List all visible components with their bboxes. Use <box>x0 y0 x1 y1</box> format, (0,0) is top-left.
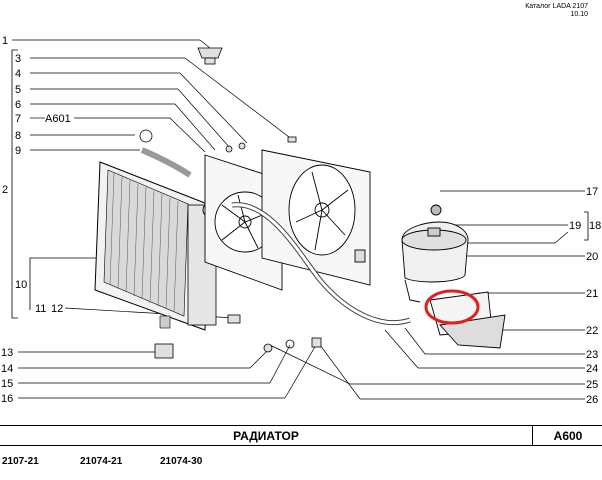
callout-4: 4 <box>15 68 21 80</box>
radiator <box>94 161 218 331</box>
callout-9: 9 <box>15 145 21 157</box>
group-bracket-10 <box>29 257 34 310</box>
callout-5: 5 <box>15 84 21 96</box>
callout-12: 12 <box>51 303 63 315</box>
callout-numbers: 1 2 3 4 5 6 7 A601 8 9 10 11 12 13 14 15… <box>1 35 601 406</box>
small-parts <box>139 47 411 359</box>
callout-6: 6 <box>15 99 21 111</box>
title-divider <box>532 426 533 445</box>
callout-20: 20 <box>586 251 598 263</box>
catalog-header: Каталог LADA 2107 10.10 <box>525 3 588 19</box>
callout-7: 7 <box>15 113 21 125</box>
callout-19: 19 <box>569 220 581 232</box>
model-item: 21074-30 <box>160 456 203 467</box>
callout-2: 2 <box>2 184 8 196</box>
callout-11: 11 <box>35 303 46 315</box>
catalog-date: 10.10 <box>570 11 588 18</box>
callout-8: 8 <box>15 130 21 142</box>
callout-15: 15 <box>1 378 13 390</box>
callout-17: 17 <box>586 186 598 198</box>
callout-24: 24 <box>586 363 598 375</box>
callout-26: 26 <box>586 394 598 406</box>
callout-1: 1 <box>2 35 8 47</box>
group-bracket-2 <box>11 49 18 319</box>
highlight-ring <box>424 289 480 325</box>
catalog-name: Каталог LADA 2107 <box>525 3 588 10</box>
title-bar: РАДИАТОР A600 <box>0 425 602 446</box>
section-title: РАДИАТОР <box>233 429 299 443</box>
model-item: 21074-21 <box>80 456 123 467</box>
callout-14: 14 <box>1 363 13 375</box>
fan-assembly <box>204 149 371 291</box>
callout-13: 13 <box>1 347 13 359</box>
section-code: A600 <box>553 429 583 443</box>
callout-3: 3 <box>15 53 21 65</box>
callout-10: 10 <box>15 279 27 291</box>
group-bracket-18 <box>584 211 589 241</box>
callout-21: 21 <box>586 288 598 300</box>
callout-16: 16 <box>1 393 13 405</box>
expansion-tank <box>401 204 506 349</box>
leader-lines <box>12 39 585 400</box>
exploded-diagram: 1 2 3 4 5 6 7 A601 8 9 10 11 12 13 14 15… <box>1 35 601 406</box>
callout-23: 23 <box>586 349 598 361</box>
model-item: 2107-21 <box>2 456 39 467</box>
ref-a601: A601 <box>45 113 71 125</box>
callout-25: 25 <box>586 379 598 391</box>
callout-18: 18 <box>589 220 601 232</box>
callout-22: 22 <box>586 325 598 337</box>
